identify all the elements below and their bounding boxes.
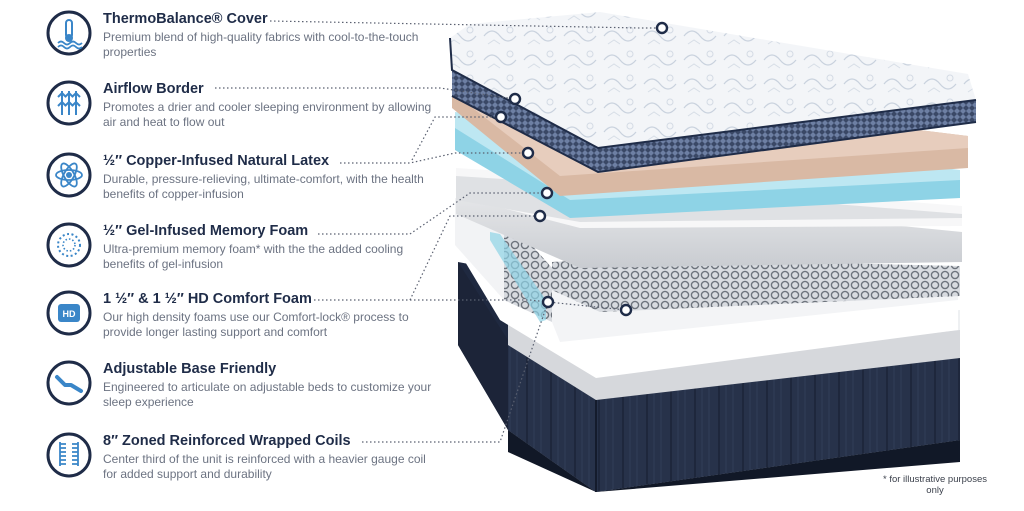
feature-title: Airflow Border <box>103 81 204 97</box>
gel-ring-icon <box>46 222 92 268</box>
feature-desc: Engineered to articulate on adjustable b… <box>103 380 432 409</box>
feature-desc: Our high density foams use our Comfort-l… <box>103 310 409 339</box>
feature-title: Adjustable Base Friendly <box>103 361 277 377</box>
feature-title: ThermoBalance® Cover <box>103 11 268 27</box>
feature-title: 8″ Zoned Reinforced Wrapped Coils <box>103 433 351 449</box>
coil-icon <box>46 432 92 478</box>
feature-title: ½″ Gel-Infused Memory Foam <box>103 223 309 239</box>
coil-layer <box>455 198 960 378</box>
base-dot <box>541 295 555 309</box>
feature-desc: Premium blend of high-quality fabrics wi… <box>103 30 419 59</box>
feature-desc: Promotes a drier and cooler sleeping env… <box>103 100 432 129</box>
atom-icon <box>46 152 92 198</box>
coil-dot <box>619 303 633 317</box>
hd-foam-dot-1 <box>540 186 554 200</box>
adjustable-base-icon <box>46 360 92 406</box>
gel-dot <box>521 146 535 160</box>
hd-badge-icon: HD <box>46 290 92 336</box>
feature-desc: Center third of the unit is reinforced w… <box>103 452 426 481</box>
thermometer-waves-icon <box>46 10 92 56</box>
feature-desc: Durable, pressure-relieving, ultimate-co… <box>103 172 424 201</box>
airflow-arrows-icon <box>46 80 92 126</box>
illustrative-footnote: * for illustrative purposes only <box>882 474 988 496</box>
cover-dot <box>655 21 669 35</box>
hd-badge-text: HD <box>63 309 76 319</box>
airflow-dot <box>508 92 522 106</box>
feature-title: ½″ Copper-Infused Natural Latex <box>103 153 330 169</box>
feature-desc: Ultra-premium memory foam* with the the … <box>103 242 404 271</box>
hd-foam-dot-2 <box>533 209 547 223</box>
latex-dot <box>494 110 508 124</box>
feature-title: 1 ½″ & 1 ½″ HD Comfort Foam <box>103 291 312 307</box>
